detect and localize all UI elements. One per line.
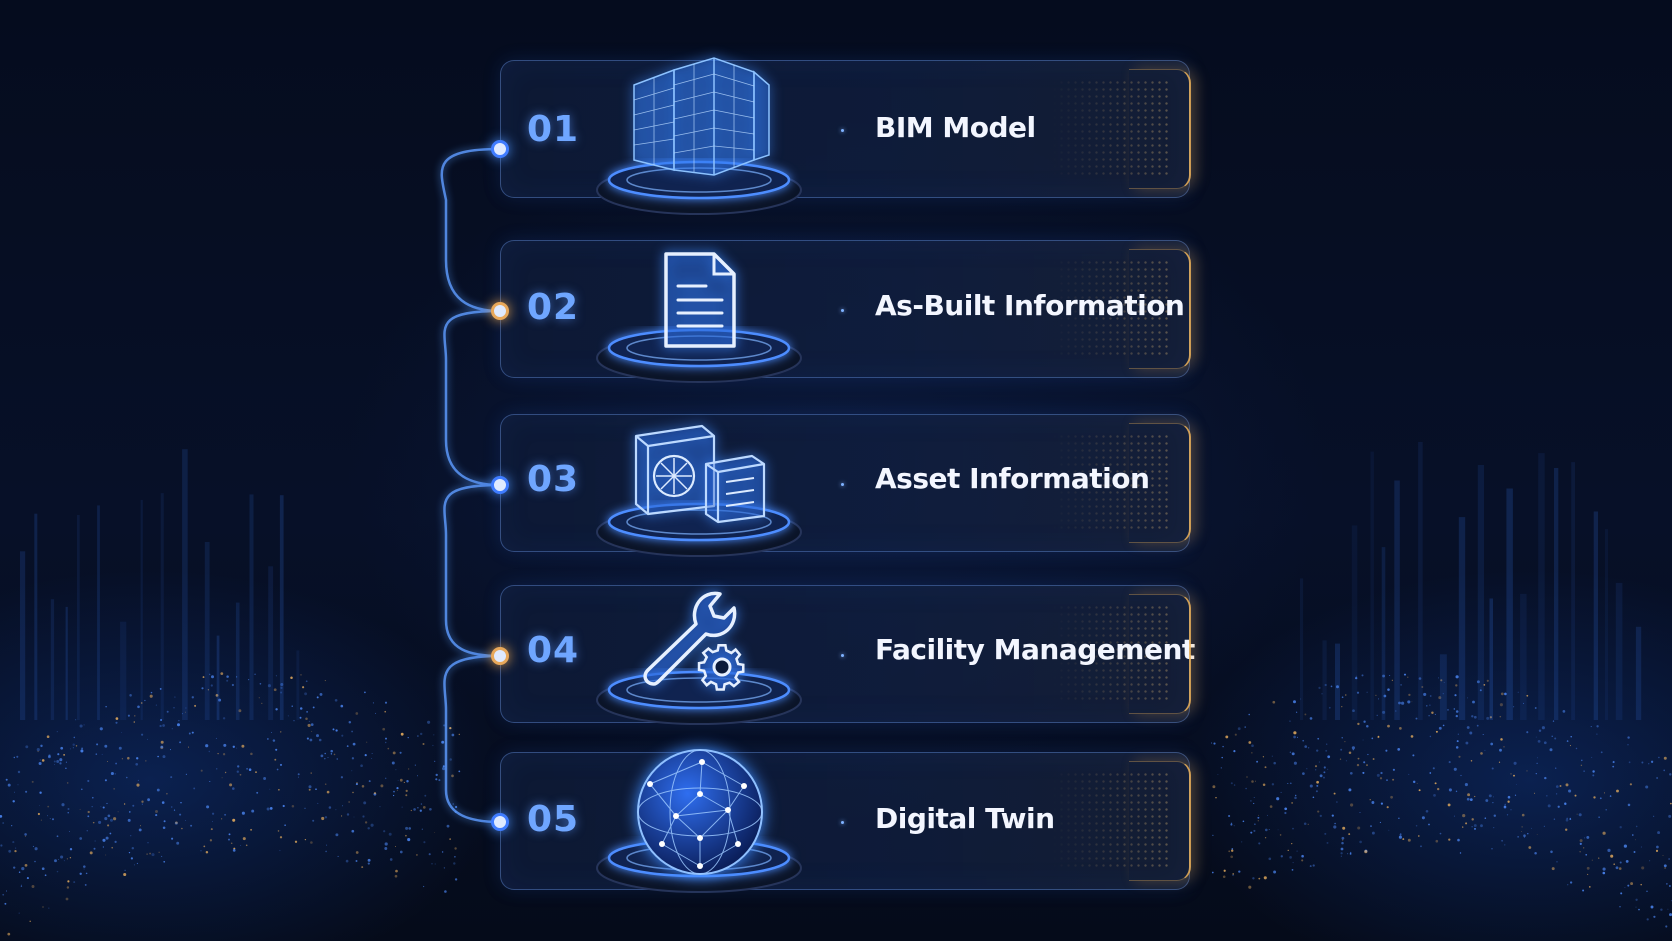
step-label: Facility Management <box>875 633 1195 666</box>
pedestal-1 <box>596 160 802 215</box>
step-number: 01 <box>527 109 580 150</box>
step-node-3 <box>491 476 509 494</box>
step-node-2 <box>491 302 509 320</box>
step-label: BIM Model <box>875 111 1036 144</box>
bullet-dot <box>841 654 844 657</box>
pedestal-2 <box>596 328 802 383</box>
step-node-4 <box>491 647 509 665</box>
card-dot-pattern <box>1051 771 1171 871</box>
step-number: 04 <box>527 630 580 671</box>
step-number: 03 <box>527 459 580 500</box>
globe-network-icon <box>632 744 802 894</box>
pedestal-4 <box>596 670 802 725</box>
particle-field <box>0 672 1672 936</box>
bullet-dot <box>841 309 844 312</box>
step-label: Digital Twin <box>875 802 1055 835</box>
step-label: As-Built Information <box>875 289 1185 322</box>
city-skyline <box>20 442 1642 720</box>
equipment-icon <box>614 416 784 566</box>
bullet-dot <box>841 483 844 486</box>
step-number: 05 <box>527 799 580 840</box>
building-icon <box>614 40 784 190</box>
bullet-dot <box>841 821 844 824</box>
step-node-1 <box>491 140 509 158</box>
wrench-gear-icon <box>630 588 800 738</box>
document-icon <box>614 240 784 390</box>
bullet-dot <box>841 129 844 132</box>
card-dot-pattern <box>1051 79 1171 179</box>
step-label: Asset Information <box>875 462 1150 495</box>
step-node-5 <box>491 813 509 831</box>
step-number: 02 <box>527 287 580 328</box>
